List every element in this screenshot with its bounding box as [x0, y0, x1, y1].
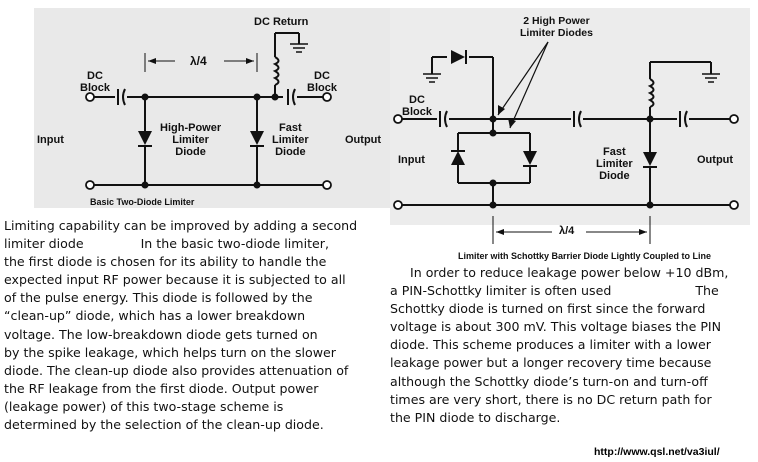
text-line: the RF leakage from the first diode. Out…: [4, 380, 319, 396]
text-line: (leakage power) of this two-stage scheme…: [4, 398, 284, 414]
text-line: times are very short, there is no DC ret…: [390, 391, 712, 407]
lambda-quarter-label-right: λ/4: [559, 225, 575, 237]
text-line: In order to reduce leakage power below +…: [410, 265, 729, 280]
source-url: http://www.qsl.net/va3iul/: [594, 446, 720, 458]
text-line: expected input RF power because it is su…: [4, 272, 346, 288]
text-line: voltage. The low-breakdown diode gets tu…: [4, 326, 318, 342]
text-line: determined by the selection of the clean…: [4, 417, 324, 433]
text-line: the first diode is chosen for its abilit…: [4, 254, 327, 270]
text-line: although the Schottky diode’s turn-on an…: [390, 373, 708, 389]
dc-block-left-label: DC Block: [80, 70, 110, 94]
fast-diode-label-right: Fast Limiter Diode: [596, 146, 633, 182]
text-line: voltage is about 300 mV. This voltage bi…: [390, 319, 722, 335]
text-line: leakage power but a longer recovery time…: [390, 355, 712, 371]
basic-limiter-caption: Basic Two-Diode Limiter: [90, 197, 195, 207]
text-line: Schottky diode is turned on first since …: [390, 301, 706, 317]
text-line: of the pulse energy. This diode is follo…: [4, 290, 313, 306]
dc-return-label: DC Return: [254, 16, 309, 28]
fast-limiter-diode-label: Fast Limiter Diode: [272, 122, 309, 158]
limiter-diodes-label: 2 High Power Limiter Diodes: [520, 15, 593, 39]
basic-limiter-diagram-panel: [34, 8, 390, 208]
text-line: “clean-up” diode, which has a lower brea…: [4, 308, 306, 324]
text-line: by the spike leakage, which helps turn o…: [4, 344, 336, 360]
input-label-right: Input: [398, 154, 425, 166]
text-line: Limiting capability can be improved by a…: [4, 218, 358, 233]
pin-schottky-limiter-paragraph: In order to reduce leakage power below +…: [390, 264, 756, 427]
text-line: the PIN diode to discharge.: [390, 409, 561, 425]
text-line: diode. The clean-up diode also provides …: [4, 362, 349, 378]
output-label-right: Output: [697, 154, 734, 166]
dc-block-right-label: DC Block: [307, 70, 337, 94]
two-diode-limiter-paragraph: Limiting capability can be improved by a…: [4, 217, 384, 434]
lambda-quarter-label: λ/4: [190, 54, 207, 68]
dc-block-label: DC Block: [402, 94, 432, 118]
high-power-diode-label: High-Power Limiter Diode: [160, 122, 222, 158]
text-line: diode. This scheme produces a limiter wi…: [390, 337, 711, 353]
schottky-limiter-caption: Limiter with Schottky Barrier Diode Ligh…: [458, 251, 712, 261]
output-label: Output: [345, 134, 382, 146]
input-label: Input: [37, 134, 64, 146]
